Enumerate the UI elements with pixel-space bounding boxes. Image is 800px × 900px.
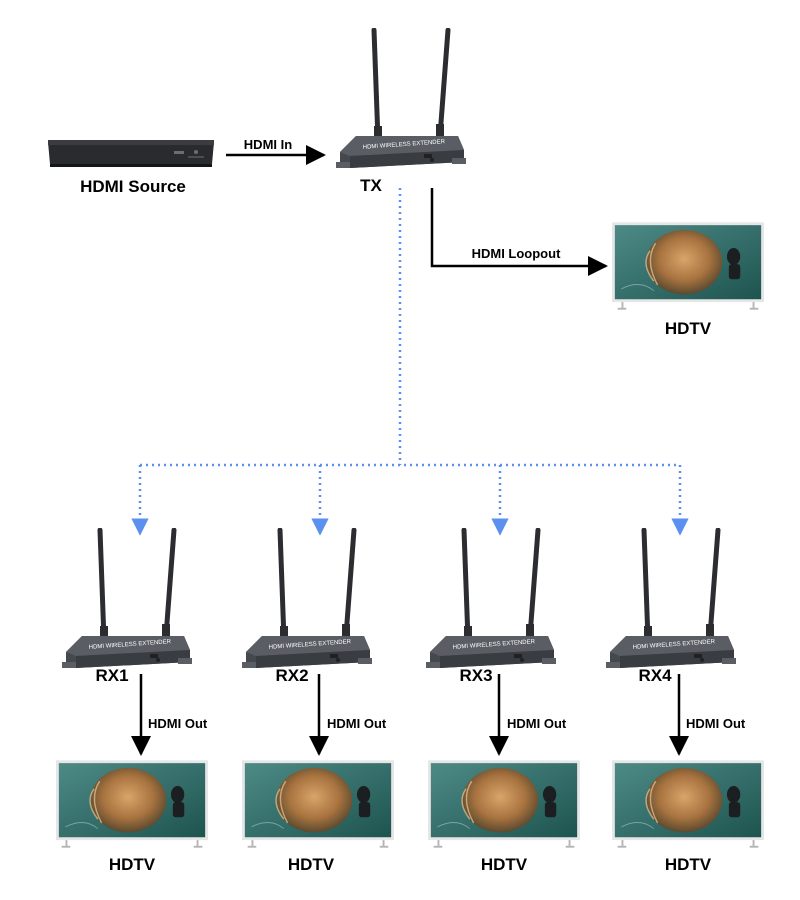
rx1-tv-icon	[56, 759, 208, 849]
rx2-label: RX2	[275, 666, 308, 685]
rx4-group: RX4 HDMI Out HDTV	[606, 530, 764, 874]
rx3-tv-label: HDTV	[481, 855, 528, 874]
rx4-hdmi-out-label: HDMI Out	[686, 716, 746, 731]
rx2-hdmi-out-label: HDMI Out	[327, 716, 387, 731]
rx3-group: RX3 HDMI Out HDTV	[426, 530, 580, 874]
rx2-tv-label: HDTV	[288, 855, 335, 874]
rx4-tv-label: HDTV	[665, 855, 712, 874]
hdmi-source-player-icon	[48, 140, 214, 167]
rx1-hdmi-out-label: HDMI Out	[148, 716, 208, 731]
rx3-label: RX3	[459, 666, 492, 685]
rx1-tv-label: HDTV	[109, 855, 156, 874]
tx-label: TX	[360, 176, 382, 195]
wireless-links	[131, 188, 689, 536]
rx2-extender-icon	[242, 530, 372, 668]
hdmi-loopout-label: HDMI Loopout	[472, 246, 561, 261]
rx1-label: RX1	[95, 666, 128, 685]
rx1-extender-icon	[62, 530, 192, 668]
hdmi-in-label: HDMI In	[244, 137, 292, 152]
rx2-tv-icon	[242, 759, 394, 849]
tx-extender-icon	[336, 30, 466, 168]
rx3-hdmi-out-label: HDMI Out	[507, 716, 567, 731]
rx4-extender-icon	[606, 530, 736, 668]
rx2-group: RX2 HDMI Out HDTV	[242, 530, 394, 874]
loopout-tv-icon	[612, 221, 764, 311]
rx4-label: RX4	[638, 666, 672, 685]
hdmi-source-label: HDMI Source	[80, 177, 186, 196]
rx3-extender-icon	[426, 530, 556, 668]
rx3-tv-icon	[428, 759, 580, 849]
rx1-group: RX1 HDMI Out HDTV	[56, 530, 208, 874]
loopout-tv-label: HDTV	[665, 319, 712, 338]
rx4-tv-icon	[612, 759, 764, 849]
hdmi-loopout-arrow	[430, 188, 608, 276]
